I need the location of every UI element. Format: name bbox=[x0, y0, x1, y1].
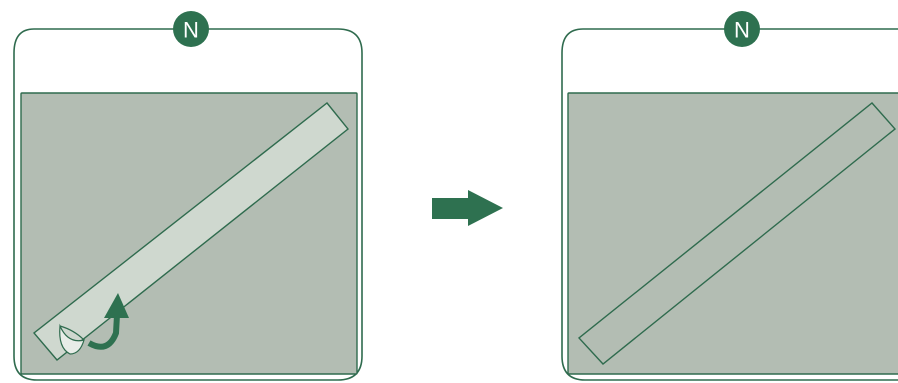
right-badge-letter: N bbox=[734, 18, 750, 43]
right-arrow-icon bbox=[432, 190, 503, 226]
right-panel: N bbox=[562, 11, 898, 380]
left-badge: N bbox=[173, 11, 209, 47]
left-badge-letter: N bbox=[183, 18, 199, 43]
left-panel: N bbox=[14, 11, 362, 380]
right-badge: N bbox=[724, 11, 760, 47]
